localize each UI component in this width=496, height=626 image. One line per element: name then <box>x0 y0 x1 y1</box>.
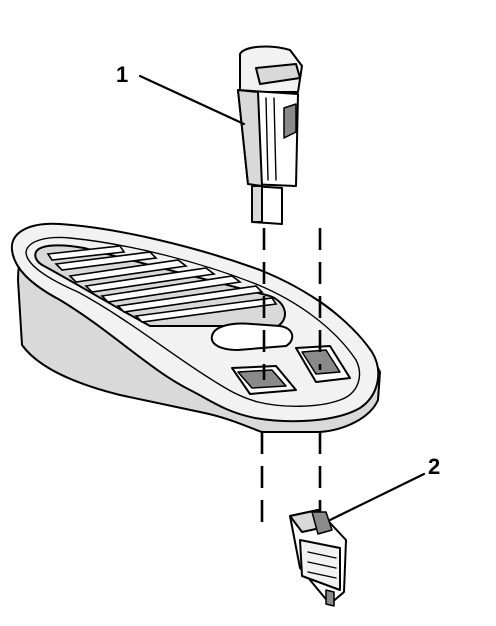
callout-label-2: 2 <box>428 454 440 479</box>
switch-2-rocker <box>311 511 333 535</box>
bezel-inner-rim <box>25 236 361 407</box>
leader-line-1 <box>138 74 246 126</box>
switch-part-1 <box>237 45 303 225</box>
assembly-centerlines <box>260 228 322 522</box>
callout-2: 2 <box>328 454 440 522</box>
callout-label-1: 1 <box>116 62 128 87</box>
switch-1-latch <box>283 103 297 139</box>
bezel-oval-slot <box>210 322 294 351</box>
callout-1: 1 <box>116 62 246 126</box>
leader-line-2 <box>328 472 426 522</box>
console-bezel-tray <box>10 222 381 433</box>
switch-part-2 <box>289 509 347 607</box>
bezel-grille <box>34 244 286 327</box>
